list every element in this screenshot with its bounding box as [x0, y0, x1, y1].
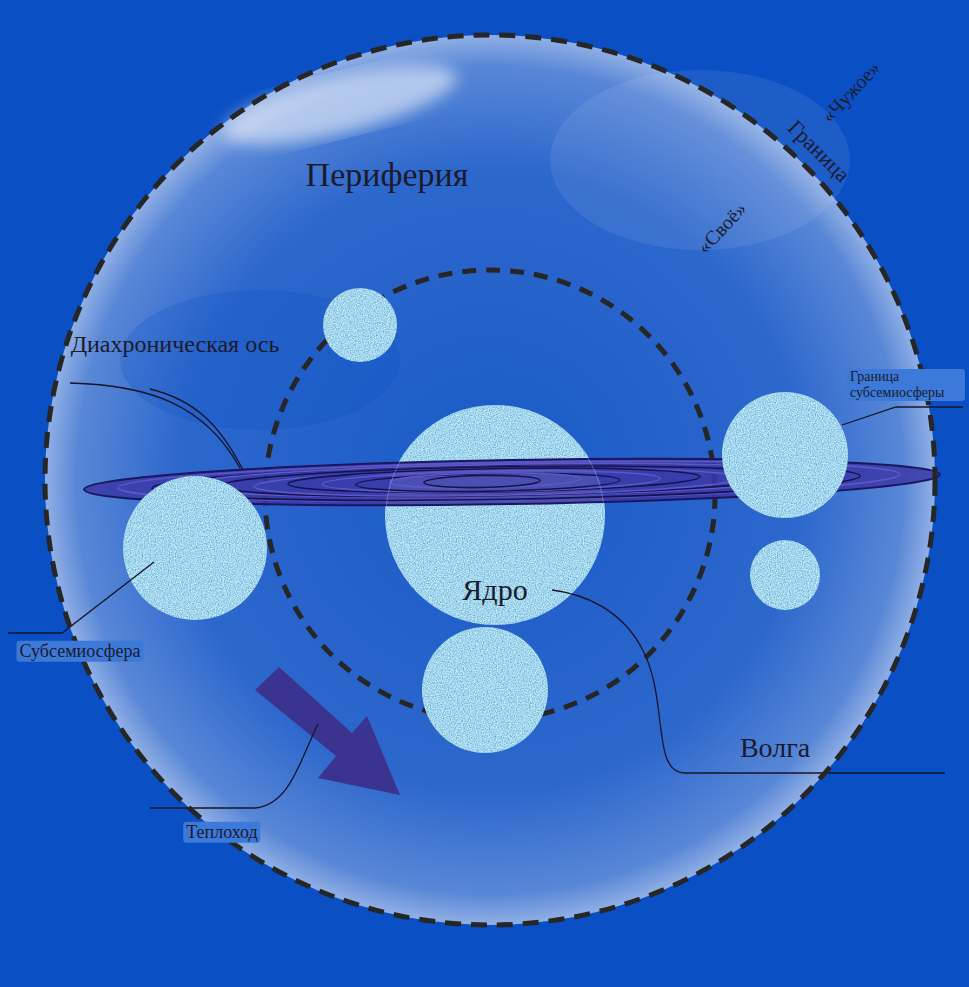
- core-fill: [385, 405, 605, 625]
- subsemiosphere: [323, 288, 397, 362]
- label-holder: Диахроническая ось: [60, 331, 290, 359]
- region-label: Ядро: [462, 573, 527, 608]
- callout-label: Теплоход: [183, 822, 260, 843]
- callout-label: Субсемиосфера: [17, 641, 144, 662]
- text-holder: Ядро: [462, 573, 527, 608]
- leader-lines: [8, 383, 963, 808]
- subsemiosphere: [422, 627, 548, 753]
- callout-label: Граница субсемиосферы: [847, 369, 965, 401]
- subsemiosphere: [123, 476, 267, 620]
- periphery-region: ПериферияЯдро: [45, 35, 935, 925]
- subsemiosphere: [722, 392, 848, 518]
- bubble-boundary: [45, 35, 935, 925]
- callout-label: Волга: [740, 732, 810, 764]
- core-outline: [386, 406, 604, 624]
- label-holder: Теплоход: [183, 822, 260, 843]
- highlight: [550, 70, 850, 250]
- label-holder: «Чужое»: [817, 57, 885, 128]
- callout-label: Диахроническая ось: [60, 331, 290, 359]
- label-holder: Волга: [740, 732, 810, 764]
- core-circle: Ядро: [385, 405, 605, 625]
- label-holder: Граница субсемиосферы: [847, 369, 965, 401]
- region-label: Периферия: [306, 155, 469, 194]
- alien-label: «Чужое»: [817, 57, 885, 128]
- subsemiosphere: [750, 540, 820, 610]
- ship-arrow: [255, 667, 400, 795]
- label-holder: Субсемиосфера: [17, 641, 144, 662]
- text-holder: Периферия: [306, 155, 469, 194]
- bubble-boundary: [45, 35, 935, 925]
